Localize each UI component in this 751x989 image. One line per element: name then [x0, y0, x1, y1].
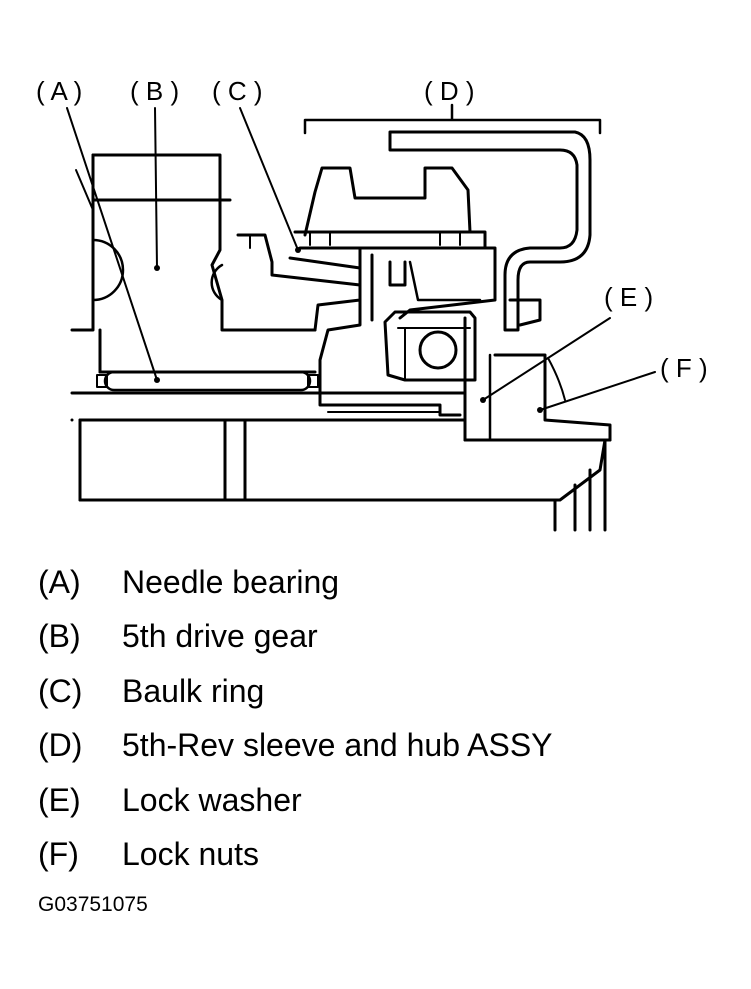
callout-e: ( E ) — [604, 282, 653, 312]
legend-row-f: (F) Lock nuts — [38, 828, 718, 883]
ball-bearing — [383, 310, 492, 442]
legend-key: (A) — [38, 563, 81, 600]
legend-text: Needle bearing — [122, 563, 340, 600]
legend-row-b: (B) 5th drive gear — [38, 610, 718, 665]
legend-row-d: (D) 5th-Rev sleeve and hub ASSY — [38, 719, 718, 774]
callout-a: ( A ) — [36, 76, 82, 106]
assembly-bracket — [303, 103, 602, 135]
callout-b: ( B ) — [130, 76, 179, 106]
legend-row-c: (C) Baulk ring — [38, 664, 718, 719]
leader-dots — [154, 247, 543, 413]
legend-row-a: (A) Needle bearing — [38, 555, 718, 610]
lock-nut — [493, 353, 612, 442]
needle-bearing — [96, 370, 319, 392]
legend-text: Lock nuts — [122, 836, 259, 873]
callout-c: ( C ) — [212, 76, 263, 106]
gear-assembly-diagram: ( A ) ( B ) ( C ) ( D ) ( E ) ( F ) — [36, 76, 708, 532]
fifth-drive-gear — [70, 153, 317, 374]
callout-f: ( F ) — [660, 353, 708, 383]
legend-text: 5th drive gear — [122, 618, 318, 655]
figure-id: G03751075 — [38, 893, 148, 916]
legend-key: (B) — [38, 618, 81, 655]
sleeve-hub-assembly — [293, 166, 497, 417]
shift-fork — [388, 130, 592, 332]
baulk-ring — [236, 233, 362, 332]
legend-text: Lock washer — [122, 781, 302, 818]
legend-key: (F) — [38, 836, 79, 873]
parts-legend: (A) Needle bearing (B) 5th drive gear (C… — [38, 555, 718, 882]
legend-key: (D) — [38, 727, 83, 764]
legend-row-e: (E) Lock washer — [38, 773, 718, 828]
legend-key: (E) — [38, 781, 81, 818]
legend-text: 5th-Rev sleeve and hub ASSY — [122, 727, 553, 764]
legend-text: Baulk ring — [122, 672, 265, 709]
main-shaft — [70, 391, 612, 532]
leader-lines — [66, 107, 656, 411]
legend-key: (C) — [38, 672, 83, 709]
callout-d: ( D ) — [424, 76, 475, 106]
